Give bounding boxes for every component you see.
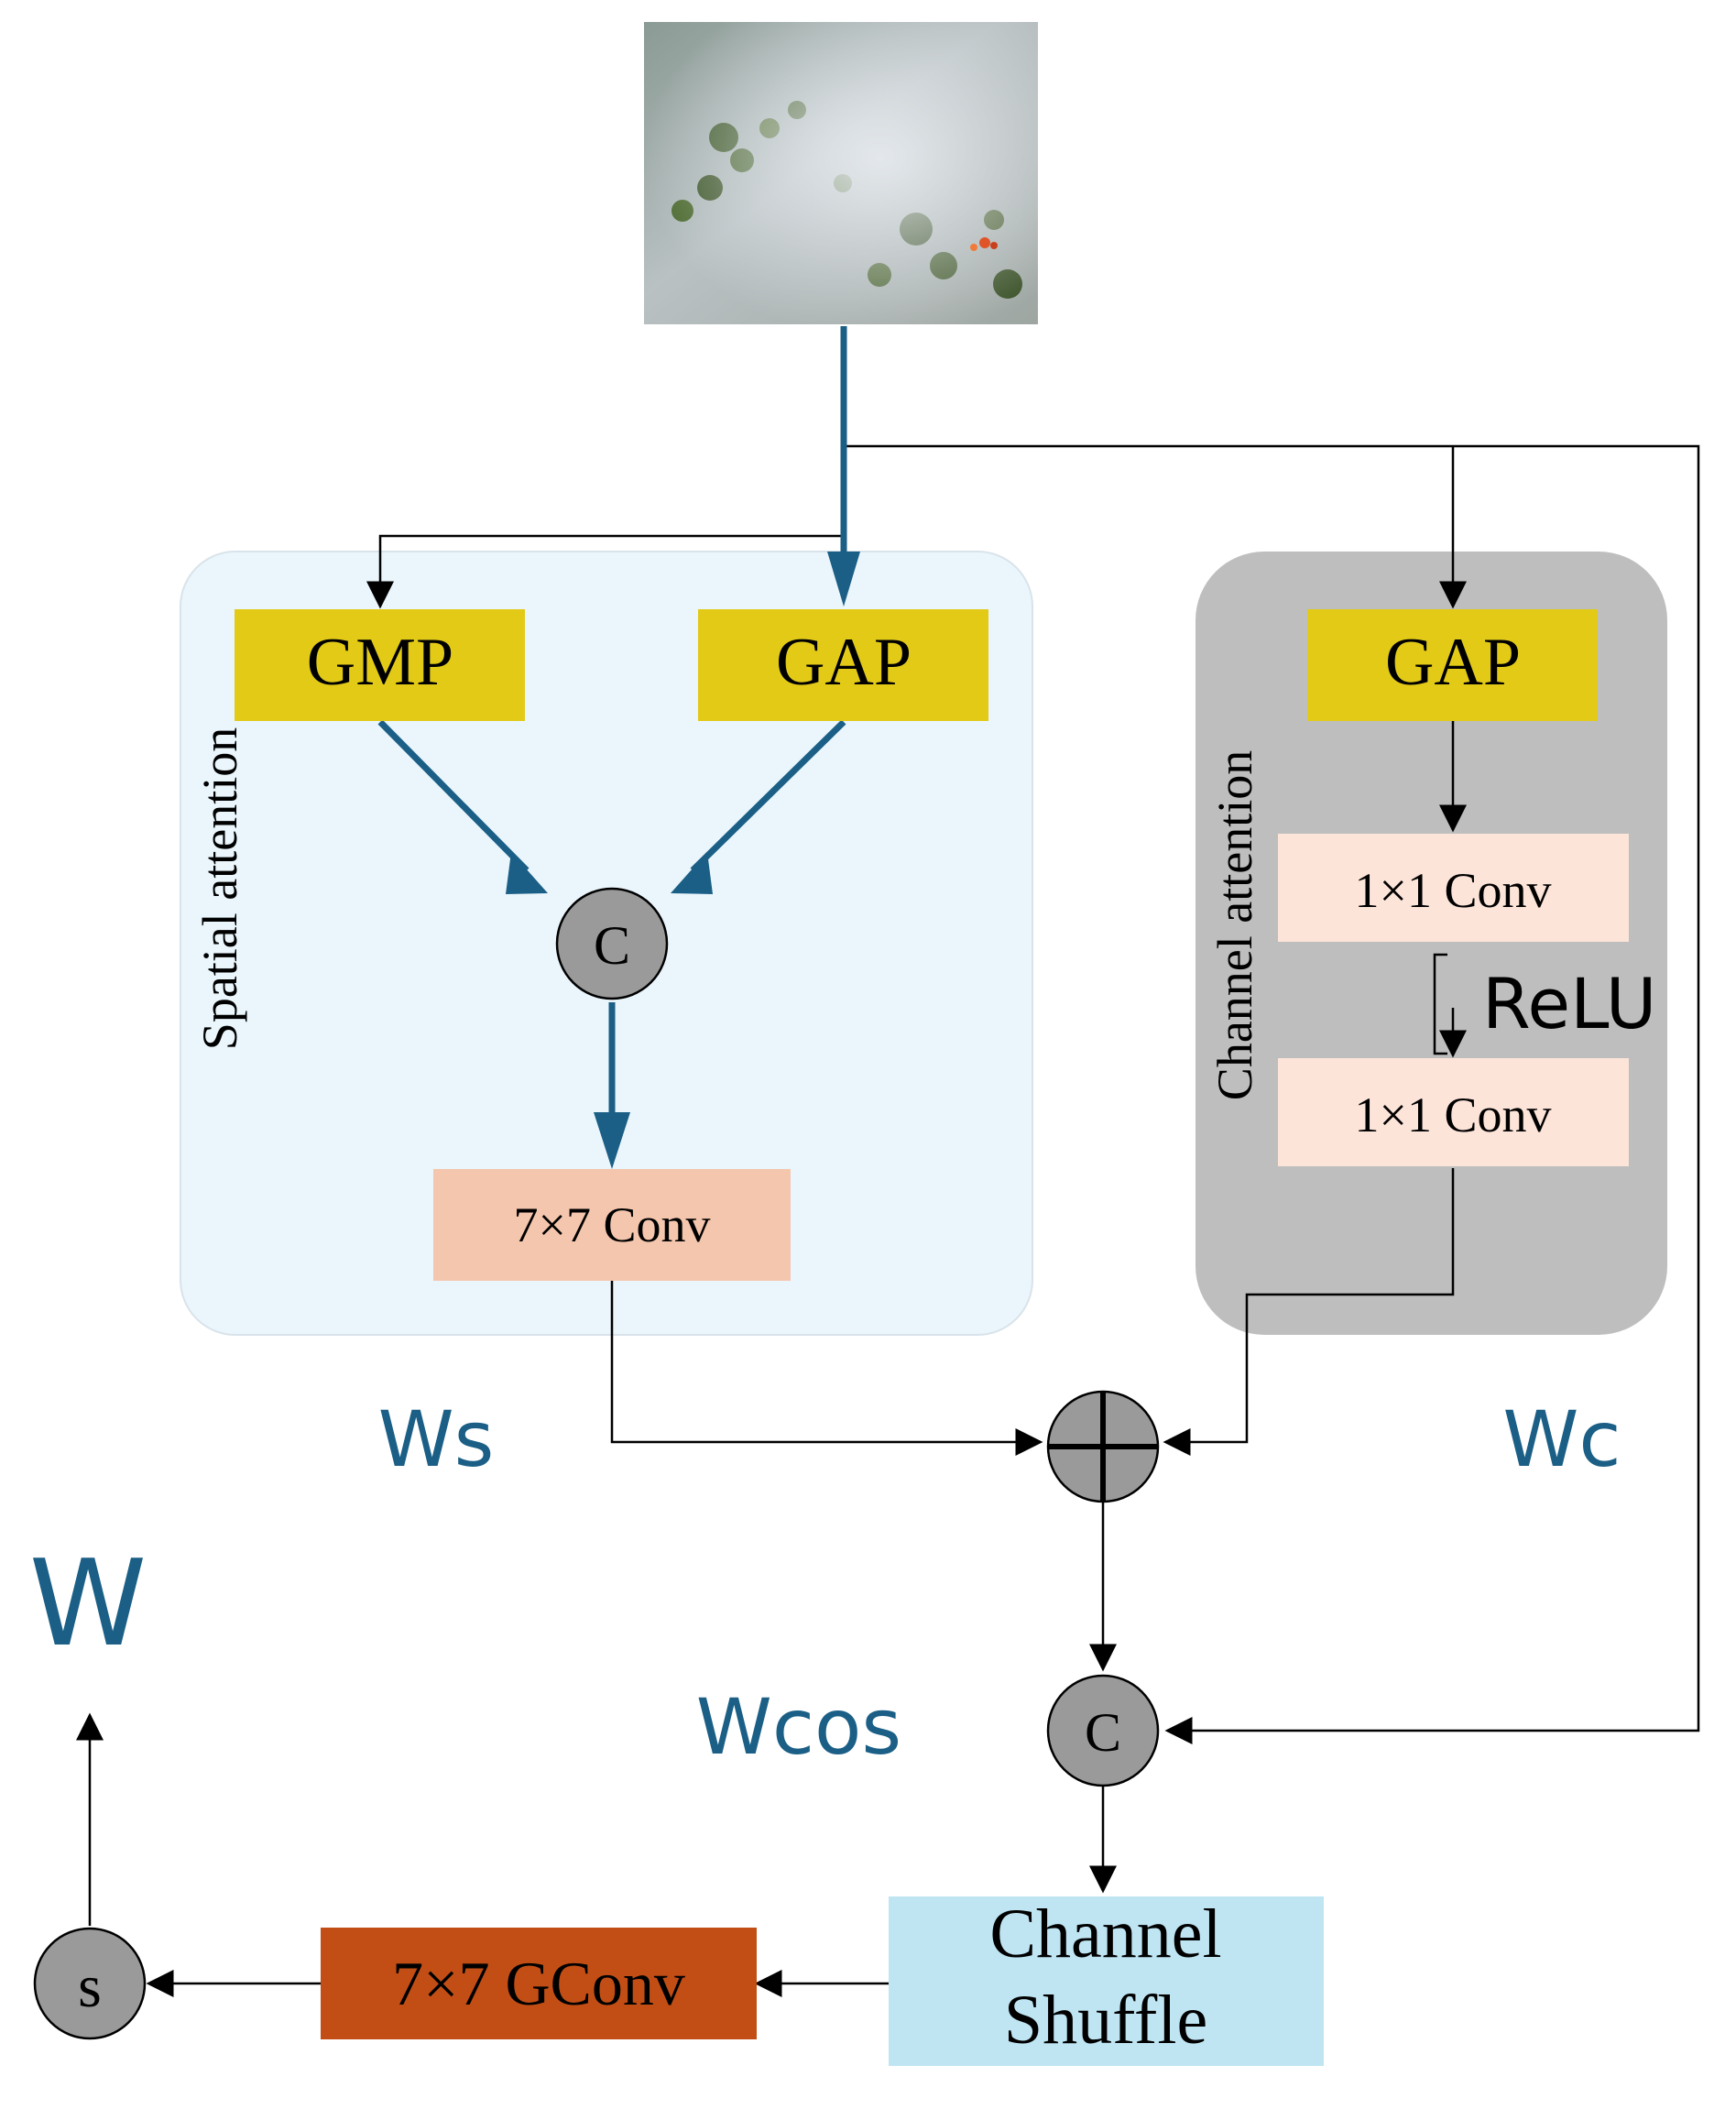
conv1-label-first: 1×1 Conv (1355, 863, 1552, 918)
edge-conv2-add (1163, 1168, 1455, 1456)
edge-input-gmp (366, 534, 844, 609)
gconv-label: 7×7 GConv (392, 1949, 685, 2018)
conv7-box (433, 1169, 791, 1281)
edge-gmp-concat (377, 719, 530, 873)
channel-attention-title: Channel attention (1207, 750, 1262, 1100)
conv1-box-second (1278, 1058, 1629, 1166)
w-label: W (29, 1534, 147, 1673)
spatial-attention-title: Spatial attention (192, 727, 247, 1050)
conv1-label-second: 1×1 Conv (1355, 1087, 1552, 1142)
gap-box-channel (1307, 609, 1598, 721)
ws-label: Ws (378, 1394, 495, 1484)
gconv-box (321, 1928, 757, 2039)
concat-node-fusion (1046, 1674, 1160, 1787)
channel-shuffle-box (889, 1896, 1324, 2066)
forest-fire-aerial-photo-icon (644, 22, 1038, 324)
channel-shuffle-line1: Channel (989, 1896, 1221, 1972)
edge-input-branch (844, 444, 1700, 1744)
relu-label: ReLU (1482, 963, 1656, 1044)
conv1-box-first (1278, 834, 1629, 942)
channel-shuffle-line2: Shuffle (1004, 1982, 1207, 2059)
edge-conv7-add (610, 1281, 1043, 1456)
arrowhead-gap-concat (671, 852, 713, 894)
gap-label-channel: GAP (1385, 625, 1521, 700)
gmp-box (235, 609, 525, 721)
gap-box-spatial (698, 609, 988, 721)
concat-label-spatial: C (594, 915, 630, 976)
arrowhead-conv7 (594, 1112, 630, 1169)
wc-label: Wc (1502, 1394, 1621, 1484)
conv7-label: 7×7 Conv (514, 1197, 711, 1252)
arrowhead-gmp-concat (506, 852, 548, 894)
add-node (1046, 1390, 1160, 1503)
gmp-label: GMP (307, 625, 453, 700)
input-image (644, 22, 1038, 324)
sigmoid-node (33, 1927, 147, 2040)
sigmoid-label: s (78, 1953, 102, 2020)
gap-label-spatial: GAP (776, 625, 912, 700)
arrowhead-gap (827, 552, 860, 606)
concat-label-fusion: C (1085, 1702, 1121, 1763)
wcos-label: Wcos (696, 1682, 901, 1772)
concat-node-spatial (555, 887, 669, 1000)
edge-gap-concat (690, 719, 846, 873)
